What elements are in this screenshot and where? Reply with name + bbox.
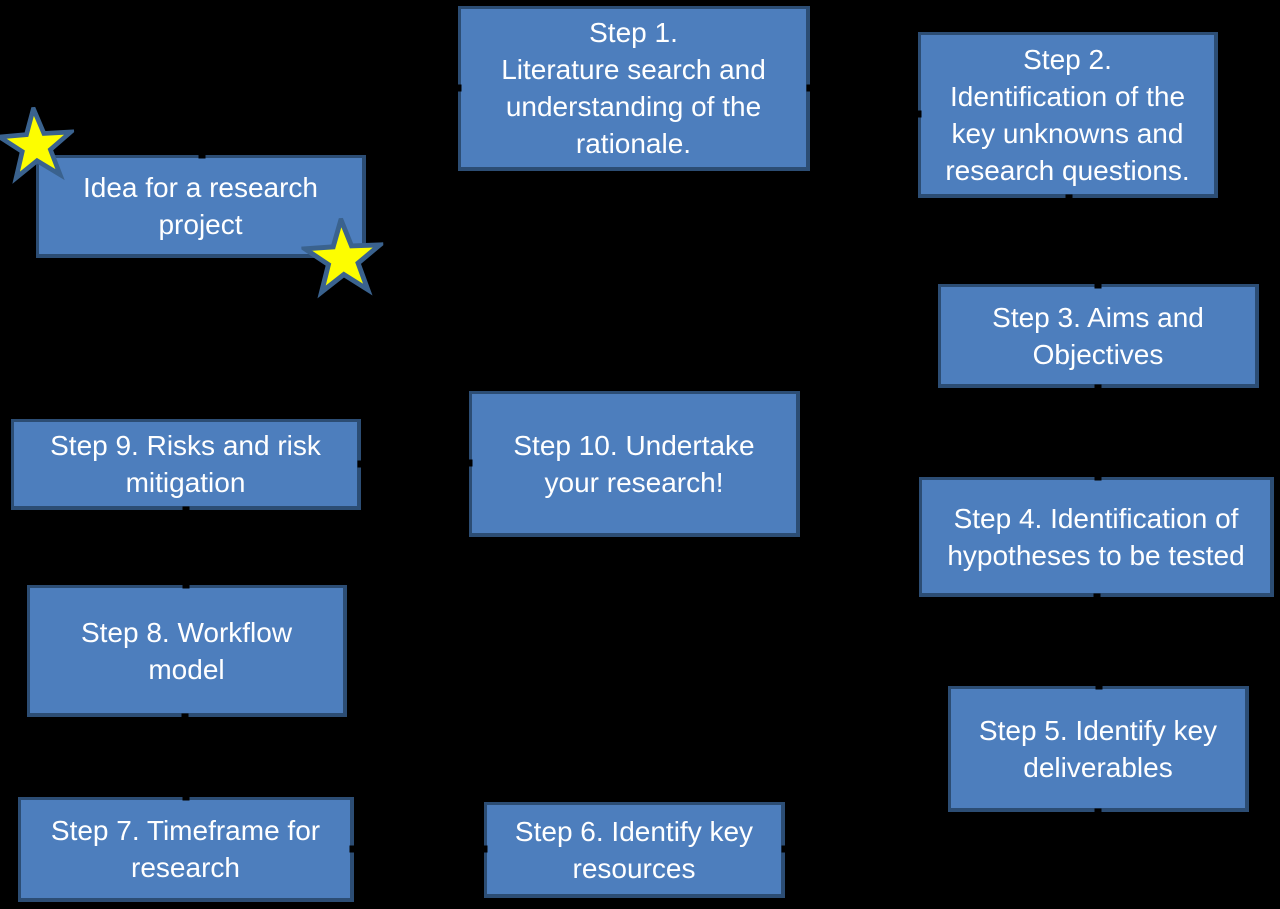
step-7-box: Step 7. Timeframe for research — [18, 797, 354, 902]
step-9-box: Step 9. Risks and risk mitigation — [11, 419, 361, 510]
connector-notch — [357, 460, 365, 468]
connector-notch — [781, 845, 789, 853]
connector-notch — [182, 581, 190, 589]
connector-notch — [480, 845, 488, 853]
step-2-label: Step 2. Identification of the key unknow… — [945, 43, 1190, 186]
idea-label: Idea for a research project — [82, 172, 319, 240]
connector-notch — [349, 845, 357, 853]
connector-notch — [1094, 473, 1102, 481]
step-8-box: Step 8. Workflow model — [27, 585, 347, 717]
step-2-box: Step 2. Identification of the key unknow… — [918, 32, 1218, 198]
step-6-box: Step 6. Identify key resources — [484, 802, 785, 898]
idea-box: Idea for a research project — [36, 155, 366, 258]
step-3-box: Step 3. Aims and Objectives — [938, 284, 1259, 388]
connector-notch — [465, 459, 473, 467]
step-4-label: Step 4. Identification of hypotheses to … — [947, 502, 1245, 571]
connector-notch — [1094, 808, 1102, 816]
connector-notch — [1094, 384, 1102, 392]
step-5-label: Step 5. Identify key deliverables — [978, 714, 1218, 783]
star-icon — [299, 215, 387, 299]
step-9-label: Step 9. Risks and risk mitigation — [50, 430, 321, 498]
step-5-box: Step 5. Identify key deliverables — [948, 686, 1249, 812]
connector-notch — [182, 506, 190, 514]
connector-notch — [182, 793, 190, 801]
connector-notch — [1095, 682, 1103, 690]
step-1-box: Step 1. Literature search and understand… — [458, 6, 810, 171]
step-8-label: Step 8. Workflow model — [80, 616, 293, 685]
step-1-label: Step 1. Literature search and understand… — [501, 17, 766, 159]
connector-notch — [914, 110, 922, 118]
star-icon — [0, 104, 78, 184]
connector-notch — [1065, 194, 1073, 202]
step-10-label: Step 10. Undertake your research! — [513, 429, 755, 498]
step-6-label: Step 6. Identify key resources — [514, 815, 754, 884]
step-3-label: Step 3. Aims and Objectives — [992, 301, 1204, 370]
connector-notch — [806, 84, 814, 92]
step-10-box: Step 10. Undertake your research! — [469, 391, 800, 537]
step-4-box: Step 4. Identification of hypotheses to … — [919, 477, 1274, 597]
connector-notch — [181, 713, 189, 721]
connector-notch — [198, 151, 206, 159]
connector-notch — [1093, 593, 1101, 601]
connector-notch — [454, 84, 462, 92]
step-7-label: Step 7. Timeframe for research — [50, 815, 321, 883]
connector-notch — [1094, 281, 1102, 289]
